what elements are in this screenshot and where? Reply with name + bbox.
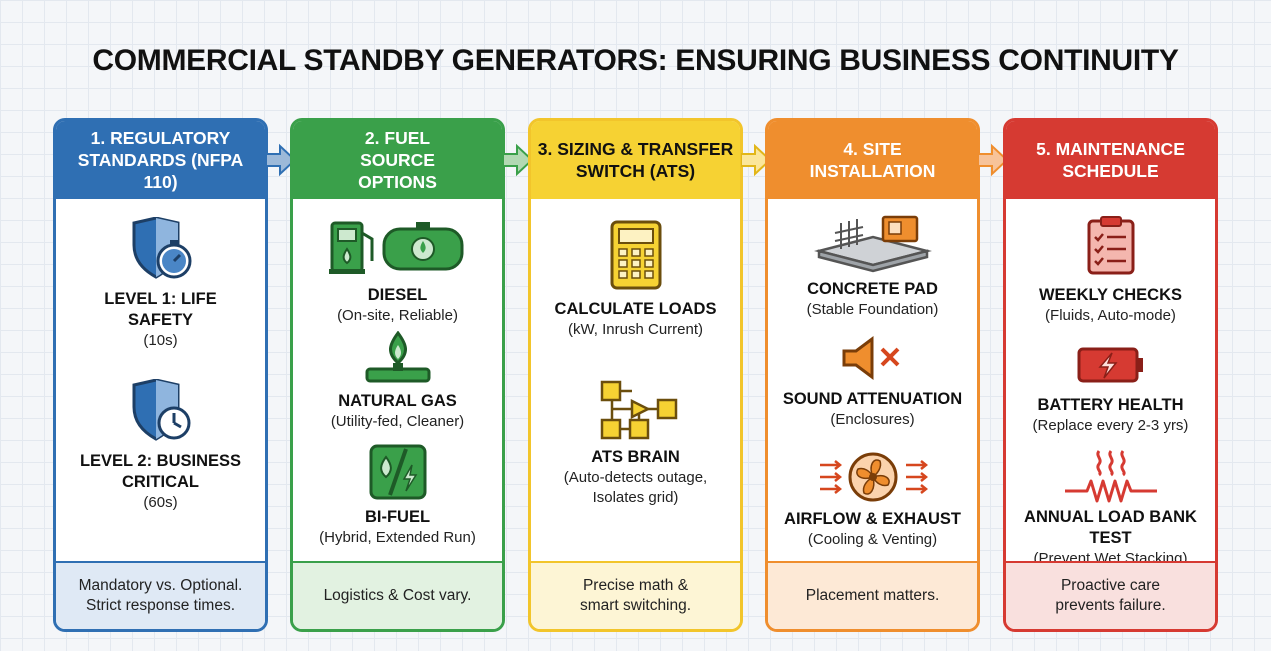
item-ats-brain: ATS BRAIN (Auto-detects outage, Isolates… [531,379,740,508]
column-heading: 2. FUEL SOURCE OPTIONS [293,121,502,199]
item-bi-fuel: BI-FUEL (Hybrid, Extended Run) [293,443,502,548]
item-natural-gas: NATURAL GAS (Utility-fed, Cleaner) [293,331,502,432]
item-weekly-checks: WEEKLY CHECKS (Fluids, Auto-mode) [1006,215,1215,326]
item-title: BI-FUEL [364,508,431,526]
column-heading: 3. SIZING & TRANSFER SWITCH (ATS) [531,121,740,199]
shield-stopwatch-icon [132,217,191,279]
item-subtitle: (Stable Foundation) [806,301,939,318]
clipboard-checklist-icon [1087,216,1134,275]
item-airflow-exhaust: AIRFLOW & EXHAUST (Cooling & Venting) [768,451,977,550]
item-subtitle: (Utility-fed, Cleaner) [330,413,465,430]
column-footer: Placement matters. [768,561,977,629]
item-title: WEEKLY CHECKS [1038,286,1183,304]
column-heading: 5. MAINTENANCE SCHEDULE [1006,121,1215,199]
column-sizing-transfer-switch: 3. SIZING & TRANSFER SWITCH (ATS) CALCUL… [528,118,743,632]
column-site-installation: 4. SITE INSTALLATION CONCRETE PAD (Stabl… [765,118,980,632]
item-title: BATTERY HEALTH [1037,396,1184,414]
item-diesel: DIESEL (On-site, Reliable) [293,217,502,326]
item-subtitle: (60s) [143,494,178,511]
arrow-right-icon [978,143,1008,177]
heat-resistor-icon [1064,450,1157,503]
item-calculate-loads: CALCULATE LOADS (kW, Inrush Current) [531,219,740,340]
item-title: ATS BRAIN [591,448,680,466]
logic-diagram-icon [600,380,677,440]
concrete-pad-icon [813,215,932,273]
item-title: DIESEL [367,286,428,304]
item-subtitle: (Auto-detects outage, Isolates grid) [563,469,708,506]
item-level-1: LEVEL 1: LIFE SAFETY (10s) [56,217,265,351]
item-subtitle: (10s) [143,332,178,349]
shield-clock-icon [132,379,190,441]
item-subtitle: (On-site, Reliable) [337,307,458,324]
column-footer: Precise math & smart switching. [531,561,740,629]
arrow-right-icon [503,143,533,177]
item-subtitle: (Fluids, Auto-mode) [1045,307,1176,324]
item-title: SOUND ATTENUATION [782,390,963,408]
page-title: COMMERCIAL STANDBY GENERATORS: ENSURING … [92,44,1179,77]
item-subtitle: (Cooling & Venting) [807,531,938,548]
column-footer: Proactive care prevents failure. [1006,561,1215,629]
item-title: LEVEL 2: BUSINESS CRITICAL [79,452,242,491]
item-annual-load-bank-test: ANNUAL LOAD BANK TEST (Prevent Wet Stack… [1006,447,1215,569]
item-battery-health: BATTERY HEALTH (Replace every 2-3 yrs) [1006,345,1215,436]
column-heading: 4. SITE INSTALLATION [768,121,977,199]
calculator-icon [610,220,661,290]
fuel-pump-tank-icon [328,221,463,274]
item-level-2: LEVEL 2: BUSINESS CRITICAL (60s) [56,379,265,513]
item-concrete-pad: CONCRETE PAD (Stable Foundation) [768,213,977,320]
column-footer: Logistics & Cost vary. [293,561,502,629]
battery-icon [1077,347,1143,383]
item-subtitle: (kW, Inrush Current) [567,321,704,338]
item-subtitle: (Replace every 2-3 yrs) [1032,417,1189,434]
item-sound-attenuation: SOUND ATTENUATION (Enclosures) [768,335,977,430]
column-fuel-source-options: 2. FUEL SOURCE OPTIONS DIESEL (On-site, … [290,118,505,632]
item-title: ANNUAL LOAD BANK TEST [1024,508,1197,547]
arrow-right-icon [266,143,296,177]
gas-flame-pipe-icon [365,331,430,383]
column-heading: 1. REGULATORY STANDARDS (NFPA 110) [56,121,265,199]
item-subtitle: (Enclosures) [830,411,915,428]
item-title: LEVEL 1: LIFE SAFETY [104,290,217,329]
item-title: CONCRETE PAD [807,280,938,298]
arrow-right-icon [741,143,771,177]
item-subtitle: (Hybrid, Extended Run) [319,529,476,546]
column-footer: Mandatory vs. Optional. Strict response … [56,561,265,629]
bi-fuel-icon [369,444,426,500]
column-maintenance-schedule: 5. MAINTENANCE SCHEDULE WEEKLY CHECKS (F… [1003,118,1218,632]
item-title: CALCULATE LOADS [554,300,717,318]
column-regulatory-standards: 1. REGULATORY STANDARDS (NFPA 110) LEVEL… [53,118,268,632]
fan-airflow-icon [819,452,928,502]
item-title: AIRFLOW & EXHAUST [784,510,961,528]
item-title: NATURAL GAS [338,392,457,410]
speaker-mute-icon [842,336,899,380]
